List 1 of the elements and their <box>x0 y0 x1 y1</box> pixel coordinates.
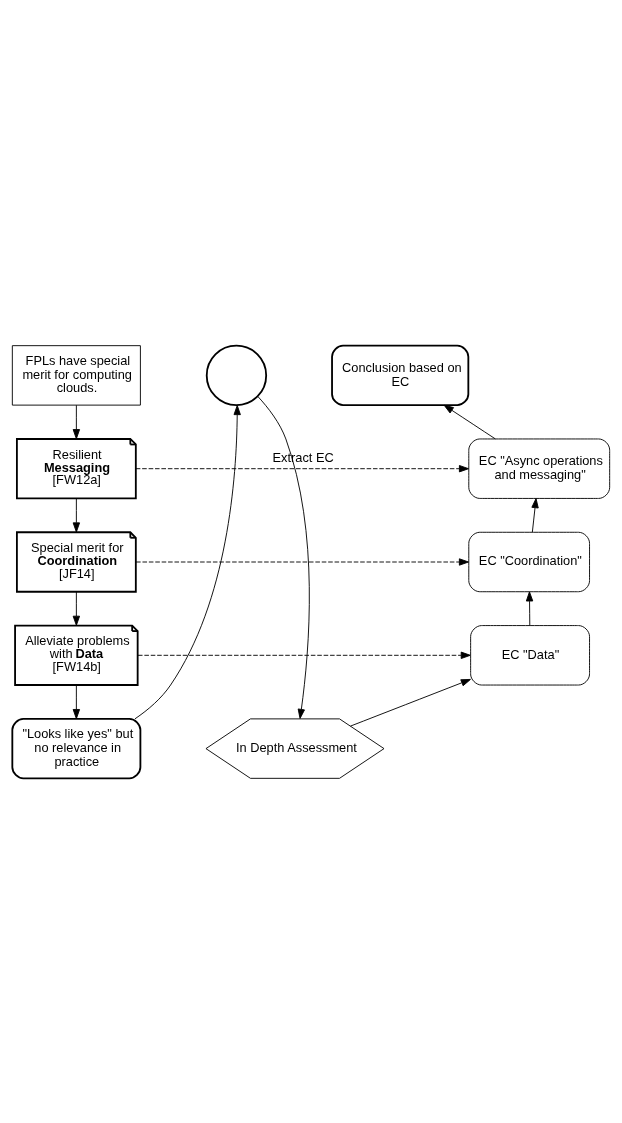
edge-label: Extract EC <box>272 449 334 465</box>
